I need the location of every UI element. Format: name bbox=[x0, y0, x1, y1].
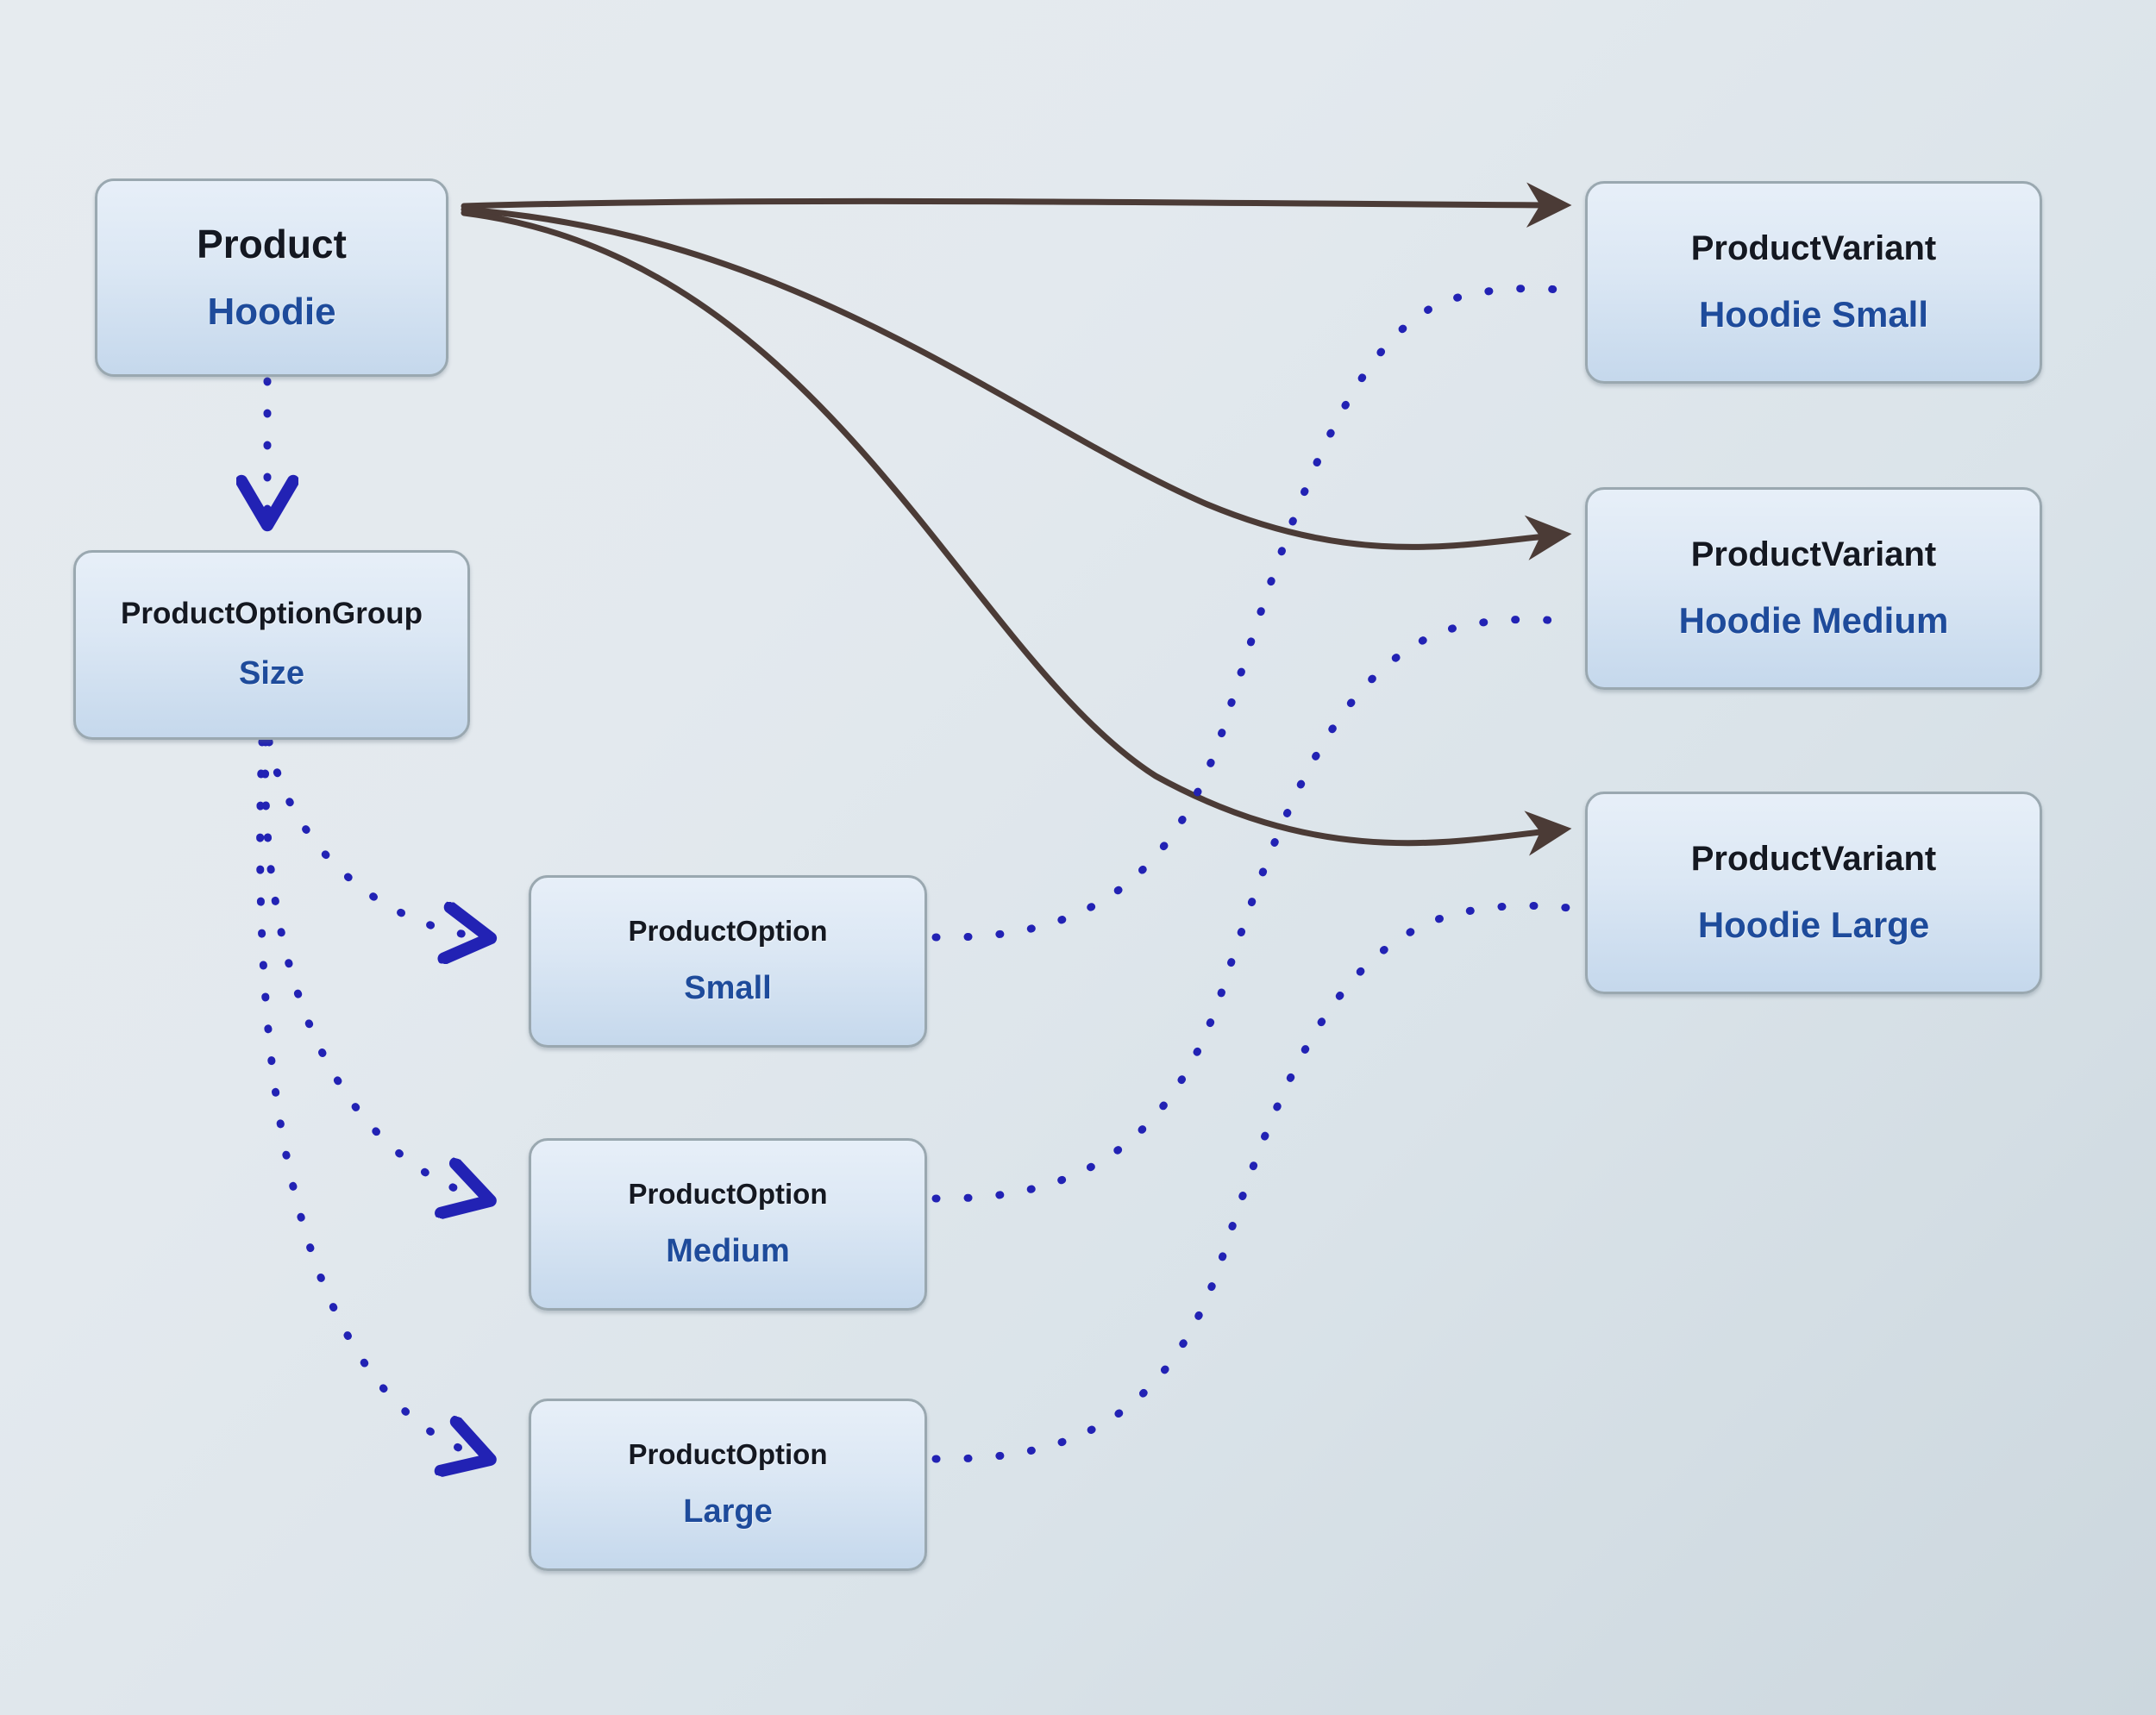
node-productoptiongroup[interactable]: ProductOptionGroup Size bbox=[73, 550, 470, 740]
node-productoption-medium[interactable]: ProductOption Medium bbox=[529, 1138, 927, 1311]
node-productvariant-large-type: ProductVariant bbox=[1690, 840, 1937, 879]
edge-option-small-to-variant-small bbox=[931, 285, 1583, 942]
node-productvariant-small-label: Hoodie Small bbox=[1698, 294, 1929, 335]
node-productvariant-medium-label: Hoodie Medium bbox=[1678, 600, 1949, 642]
edge-option-large-to-variant-large bbox=[931, 901, 1583, 1463]
edge-optiongroup-to-option-medium bbox=[261, 737, 483, 1199]
edge-product-to-variant-large bbox=[461, 210, 1572, 856]
node-productvariant-medium[interactable]: ProductVariant Hoodie Medium bbox=[1585, 487, 2042, 690]
node-productoption-small-type: ProductOption bbox=[628, 914, 828, 947]
node-productoption-medium-label: Medium bbox=[666, 1233, 790, 1270]
node-product-type: Product bbox=[197, 221, 347, 266]
edge-product-to-variant-small bbox=[461, 182, 1572, 228]
edge-optiongroup-to-option-small bbox=[265, 737, 483, 937]
node-product[interactable]: Product Hoodie bbox=[95, 178, 448, 377]
node-productoption-medium-type: ProductOption bbox=[628, 1177, 828, 1210]
node-productvariant-small-type: ProductVariant bbox=[1690, 229, 1937, 268]
node-productoption-large-type: ProductOption bbox=[628, 1437, 828, 1470]
node-productvariant-small[interactable]: ProductVariant Hoodie Small bbox=[1585, 181, 2042, 384]
edge-product-to-variant-medium bbox=[461, 206, 1572, 560]
node-productoption-small[interactable]: ProductOption Small bbox=[529, 875, 927, 1048]
edge-option-medium-to-variant-medium bbox=[931, 615, 1583, 1203]
edge-optiongroup-to-option-large bbox=[256, 737, 483, 1457]
node-productoption-small-label: Small bbox=[684, 970, 772, 1007]
node-productvariant-medium-type: ProductVariant bbox=[1690, 535, 1937, 574]
node-product-label: Hoodie bbox=[207, 291, 336, 334]
node-productoptiongroup-type: ProductOptionGroup bbox=[121, 596, 423, 630]
node-productoption-large[interactable]: ProductOption Large bbox=[529, 1399, 927, 1571]
node-productvariant-large[interactable]: ProductVariant Hoodie Large bbox=[1585, 792, 2042, 994]
node-productvariant-large-label: Hoodie Large bbox=[1697, 904, 1930, 946]
node-productoptiongroup-label: Size bbox=[238, 655, 305, 692]
node-productoption-large-label: Large bbox=[683, 1493, 773, 1530]
